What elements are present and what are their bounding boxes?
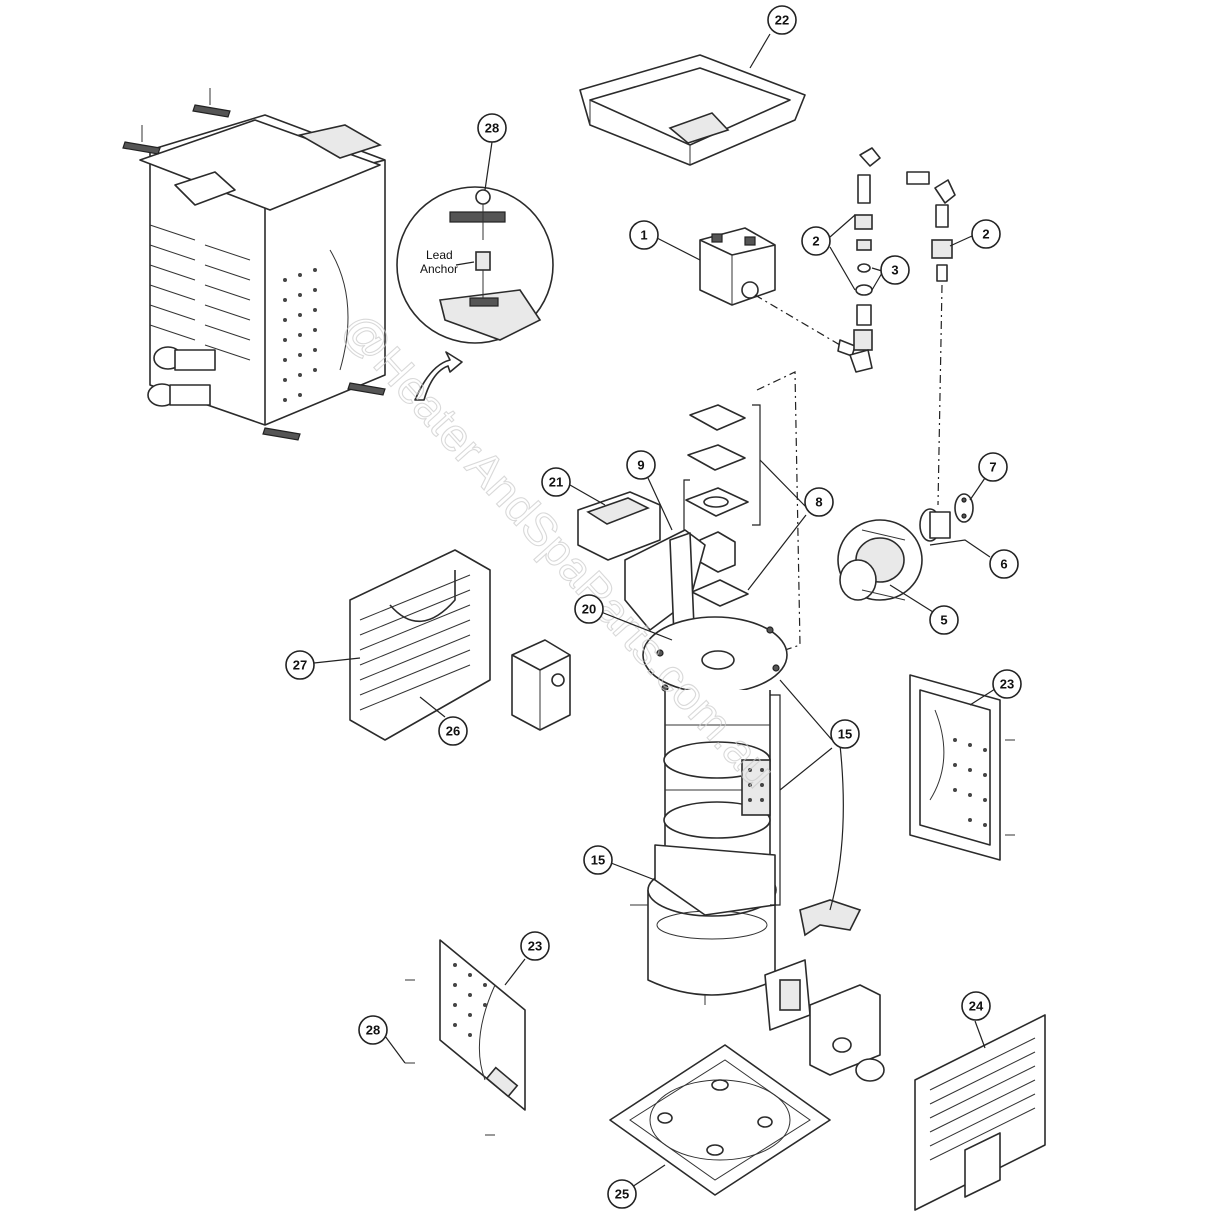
callout-27: 27 [285, 650, 315, 680]
callout-3-label: 3 [891, 263, 898, 278]
callout-21: 21 [541, 467, 571, 497]
assembled-heater [122, 88, 386, 441]
gas-fittings [849, 147, 956, 506]
detail-arrow [414, 351, 463, 401]
callout-1: 1 [629, 220, 659, 250]
heat-exchanger-part [630, 690, 781, 1005]
callout-5: 5 [929, 605, 959, 635]
callout-6: 6 [989, 549, 1019, 579]
callout-20-label: 20 [582, 602, 596, 617]
callout-3: 3 [880, 255, 910, 285]
callout-28-top: 28 [477, 113, 507, 143]
leader-lines [313, 33, 996, 1188]
callout-23-right: 23 [992, 669, 1022, 699]
lead-anchor-label-line1: Lead [426, 248, 453, 262]
callout-5-label: 5 [940, 613, 947, 628]
callout-21-label: 21 [549, 475, 563, 490]
callout-28-bottom-label: 28 [366, 1023, 380, 1038]
bypass-hose [799, 899, 862, 937]
callout-25-label: 25 [615, 1187, 629, 1202]
callout-2a: 2 [801, 226, 831, 256]
callout-7-label: 7 [989, 460, 996, 475]
callout-28-bottom: 28 [358, 1015, 388, 1045]
blower-part [837, 519, 923, 601]
callout-15-right: 15 [830, 719, 860, 749]
front-panel-part [914, 1014, 1046, 1211]
gas-valve-part [699, 227, 856, 357]
callout-9-label: 9 [637, 458, 644, 473]
gasket-stack [683, 371, 801, 651]
callout-9: 9 [626, 450, 656, 480]
callout-15-right-label: 15 [838, 727, 852, 742]
water-manifold-part [764, 959, 885, 1082]
callout-8-label: 8 [815, 495, 822, 510]
callout-24: 24 [961, 991, 991, 1021]
callout-24-label: 24 [969, 999, 984, 1014]
callout-23-left: 23 [520, 931, 550, 961]
callout-6-label: 6 [1000, 557, 1007, 572]
rear-panel-part [349, 549, 491, 741]
lead-anchor-label-line2: Anchor [420, 262, 458, 276]
callout-2b: 2 [971, 219, 1001, 249]
orifice-fittings [919, 493, 974, 542]
callout-23-right-label: 23 [1000, 677, 1014, 692]
callout-28-top-label: 28 [485, 121, 499, 136]
callout-22: 22 [767, 5, 797, 35]
top-cover-part [579, 54, 806, 166]
callout-8: 8 [804, 487, 834, 517]
base-pan-part [609, 1044, 831, 1196]
side-panel-left [405, 939, 526, 1136]
side-panel-right [909, 674, 1015, 861]
callout-15-left: 15 [583, 845, 613, 875]
callout-2b-label: 2 [982, 227, 989, 242]
callout-27-label: 27 [293, 658, 307, 673]
callout-23-left-label: 23 [528, 939, 542, 954]
control-module-part [511, 639, 571, 731]
callout-26-label: 26 [446, 724, 460, 739]
callout-25: 25 [607, 1179, 637, 1209]
callout-22-label: 22 [775, 13, 789, 28]
anchor-detail-view: Lead Anchor [396, 186, 554, 401]
callout-26: 26 [438, 716, 468, 746]
callout-2a-label: 2 [812, 234, 819, 249]
callout-20: 20 [574, 594, 604, 624]
callout-15-left-label: 15 [591, 853, 605, 868]
callout-1-label: 1 [640, 228, 647, 243]
callout-7: 7 [978, 452, 1008, 482]
